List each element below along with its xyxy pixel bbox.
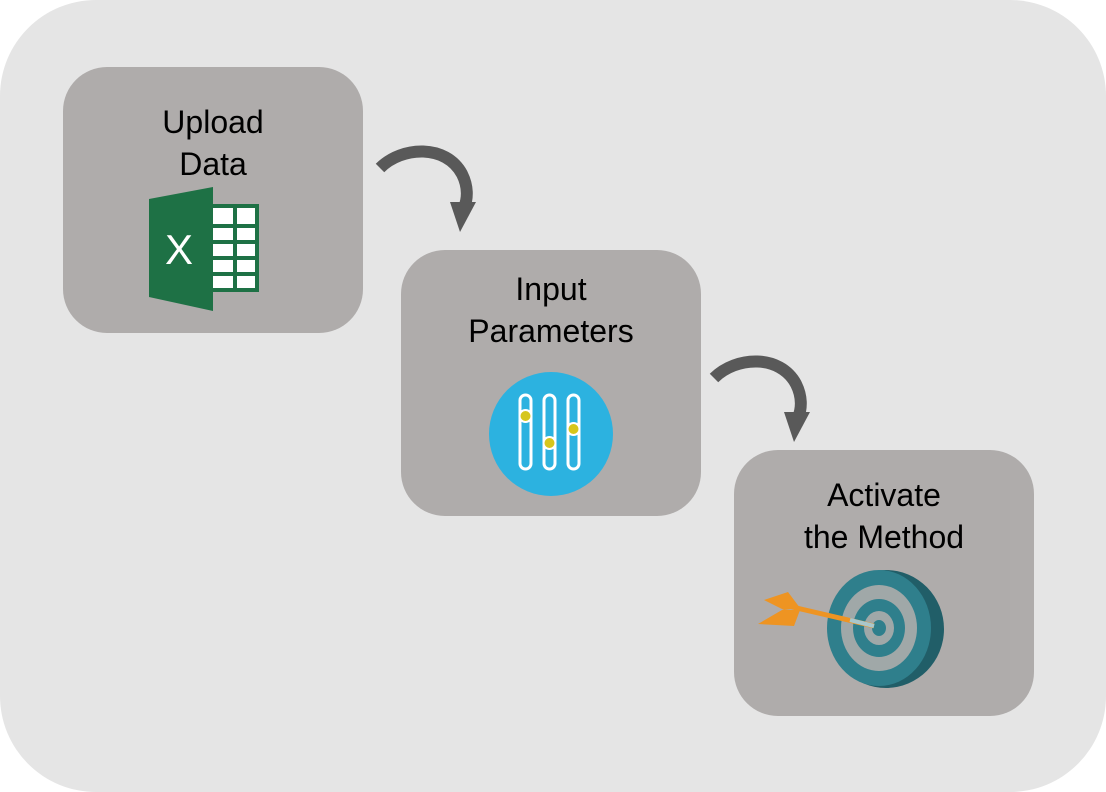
target-icon	[758, 570, 944, 688]
step-title-line: Input	[515, 271, 587, 307]
step-activate-method: Activate the Method	[734, 450, 1034, 716]
step-upload-data: Upload Data X	[63, 67, 363, 333]
step-title-line: the Method	[803, 519, 965, 555]
step-input-parameters-title: Input Parameters	[401, 268, 701, 352]
svg-text:X: X	[165, 226, 193, 273]
step-input-parameters: Input Parameters	[401, 250, 701, 516]
step-title-line: Upload	[162, 104, 264, 140]
step-title-line: Parameters	[468, 313, 634, 349]
step-title-line: Activate	[827, 477, 941, 513]
step-title-line: Data	[179, 146, 247, 182]
step-activate-method-title: Activate the Method	[734, 474, 1034, 558]
step-upload-data-title: Upload Data	[63, 101, 363, 185]
sliders-icon	[489, 372, 613, 496]
excel-icon: X	[149, 187, 259, 311]
curved-arrow-icon	[375, 145, 476, 232]
curved-arrow-icon	[709, 355, 810, 442]
